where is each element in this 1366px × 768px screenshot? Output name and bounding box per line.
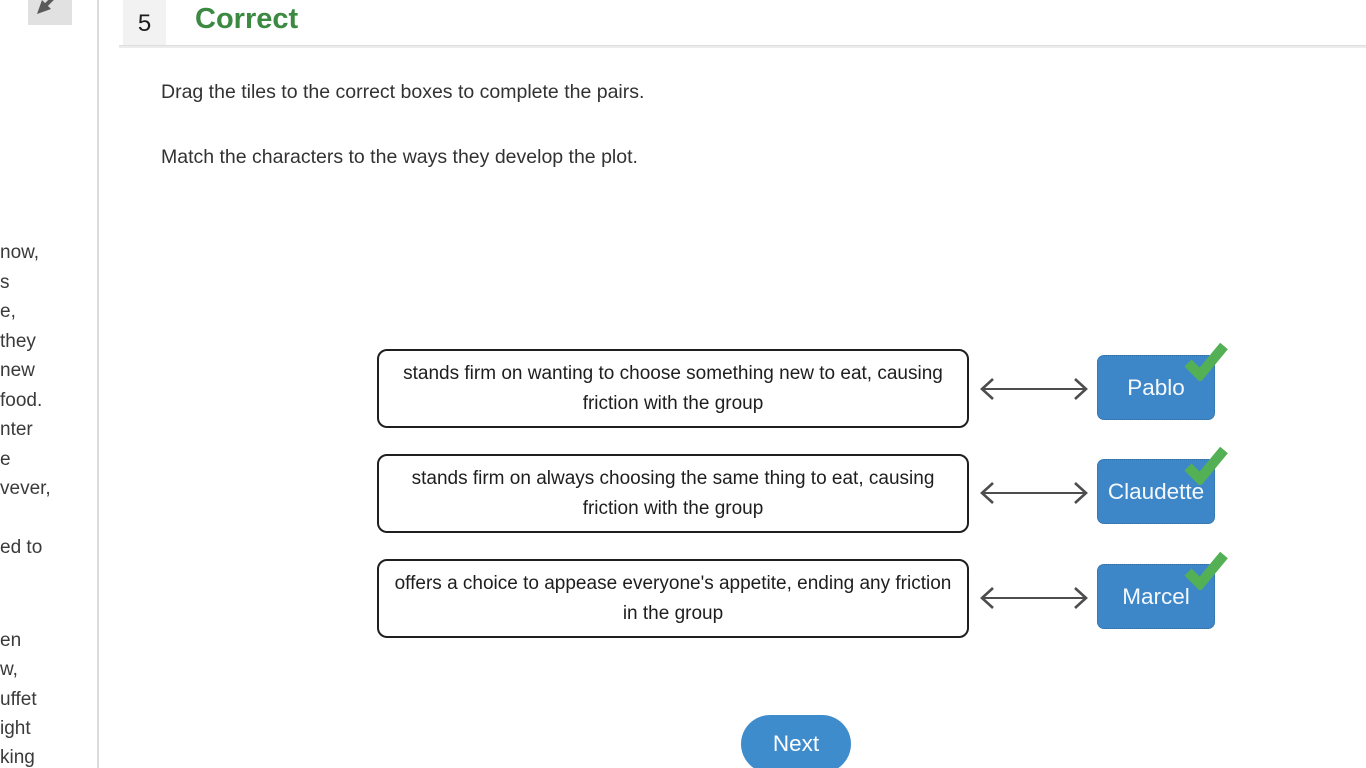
passage-text-fragment: e: [0, 449, 11, 470]
double-headed-arrow-icon: [976, 583, 1092, 613]
passage-text-fragment: ed to: [0, 537, 43, 558]
double-headed-arrow-icon: [976, 478, 1092, 508]
double-headed-arrow-icon: [976, 374, 1092, 404]
passage-panel: now, s e, they new food. nter e vever, e…: [0, 0, 97, 768]
passage-text-fragment: en: [0, 630, 22, 651]
green-check-icon: [1184, 341, 1228, 383]
passage-text-fragment: king: [0, 747, 35, 768]
description-box-1: stands firm on wanting to choose somethi…: [377, 349, 969, 428]
tile-label: Marcel: [1122, 583, 1190, 609]
description-box-2: stands firm on always choosing the same …: [377, 454, 969, 533]
passage-text-fragment: ight: [0, 718, 31, 739]
green-check-icon: [1184, 445, 1228, 487]
passage-text-fragment: they: [0, 331, 36, 352]
question-number-box: 5: [123, 0, 166, 47]
question-number: 5: [137, 9, 152, 37]
passage-text-fragment: vever,: [0, 478, 51, 499]
header-divider: [119, 45, 1366, 48]
passage-text-fragment: s: [0, 272, 10, 293]
diagonal-resize-arrow-icon: [34, 0, 64, 20]
next-button[interactable]: Next: [741, 715, 851, 768]
status-label: Correct: [195, 3, 299, 35]
passage-text-fragment: food.: [0, 390, 43, 411]
tile-label: Claudette: [1107, 478, 1205, 504]
passage-text-fragment: now,: [0, 242, 40, 263]
instruction-line-1: Drag the tiles to the correct boxes to c…: [161, 81, 645, 103]
passage-text-fragment: uffet: [0, 689, 37, 710]
description-box-3: offers a choice to appease everyone's ap…: [377, 559, 969, 638]
tile-label: Pablo: [1127, 374, 1185, 400]
passage-text-fragment: new: [0, 360, 35, 381]
passage-text-fragment: e,: [0, 301, 16, 322]
collapse-panel-button[interactable]: [28, 0, 72, 25]
instruction-line-2: Match the characters to the ways they de…: [161, 146, 638, 168]
panel-divider: [97, 0, 99, 768]
green-check-icon: [1184, 550, 1228, 592]
passage-text-fragment: w,: [0, 659, 18, 680]
answer-tile-marcel[interactable]: Marcel: [1097, 564, 1215, 629]
passage-text-fragment: nter: [0, 419, 33, 440]
